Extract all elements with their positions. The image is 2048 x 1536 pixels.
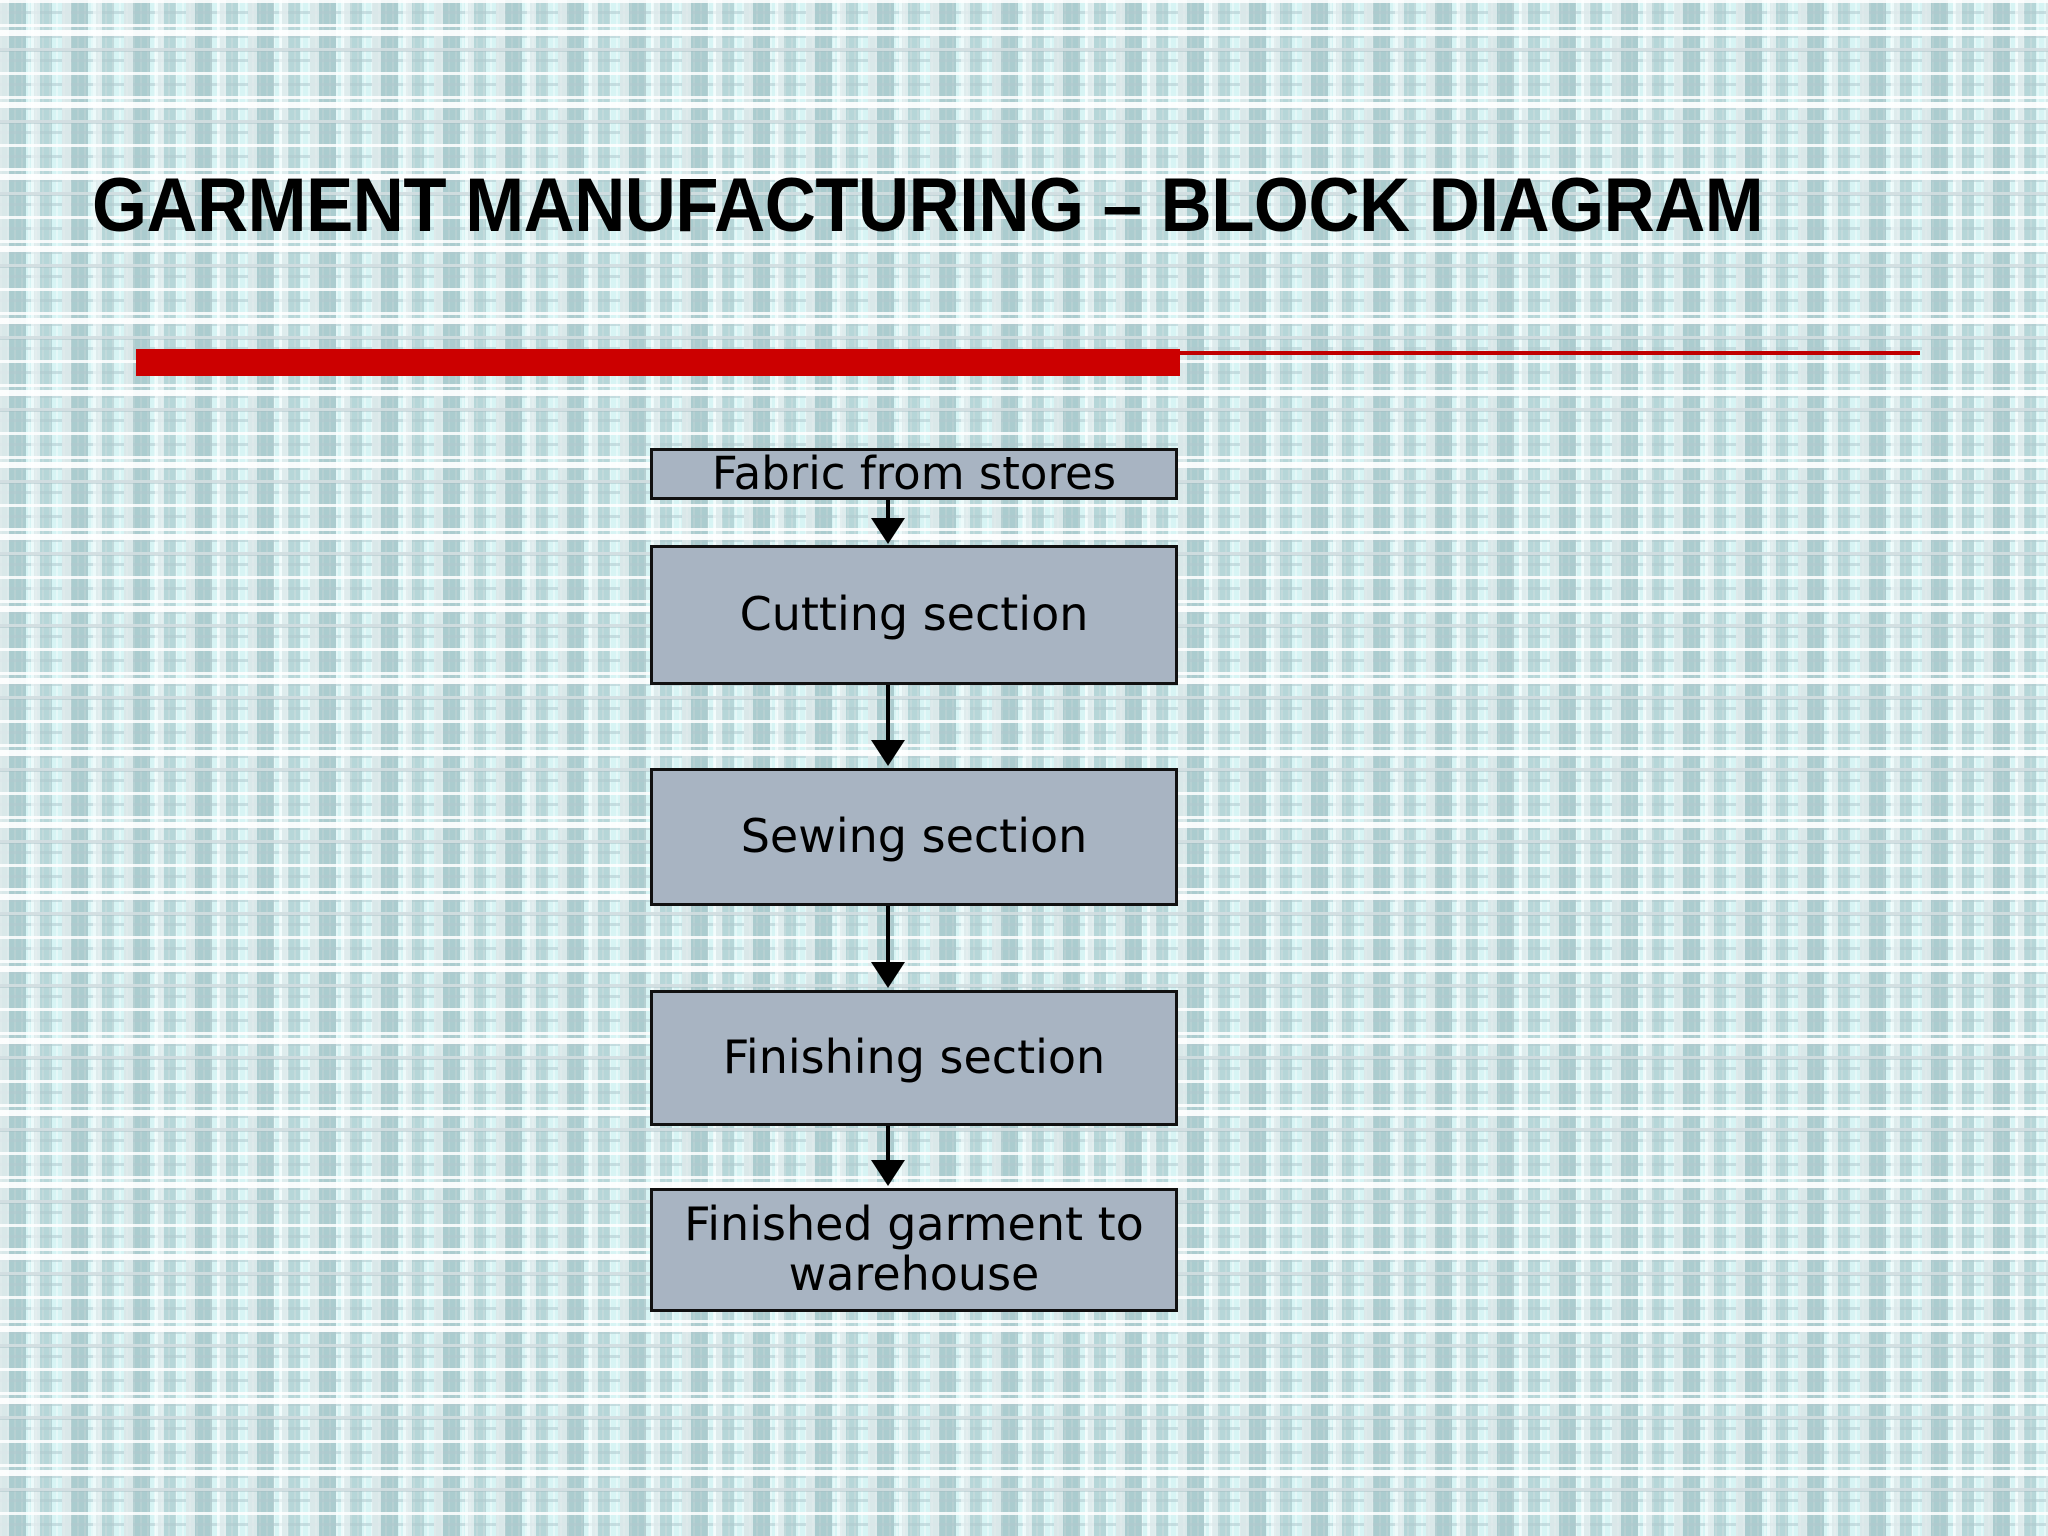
flow-node-cutting-section[interactable]: Cutting section: [650, 545, 1178, 685]
flow-node-finished-garment-to-warehouse[interactable]: Finished garment to warehouse: [650, 1188, 1178, 1312]
flow-node-finishing-section[interactable]: Finishing section: [650, 990, 1178, 1126]
flow-node-label: Finished garment to warehouse: [684, 1197, 1144, 1301]
flow-node-label: Fabric from stores: [711, 446, 1117, 500]
flow-node-label: Finishing section: [722, 1030, 1106, 1085]
flow-node-label: Sewing section: [740, 809, 1088, 864]
flow-node-sewing-section[interactable]: Sewing section: [650, 768, 1178, 906]
title-underline-thick: [136, 349, 1180, 376]
page-title: GARMENT MANUFACTURING – BLOCK DIAGRAM: [92, 163, 1764, 248]
flow-node-label: Cutting section: [739, 587, 1089, 642]
flow-node-fabric-from-stores[interactable]: Fabric from stores: [650, 448, 1178, 500]
